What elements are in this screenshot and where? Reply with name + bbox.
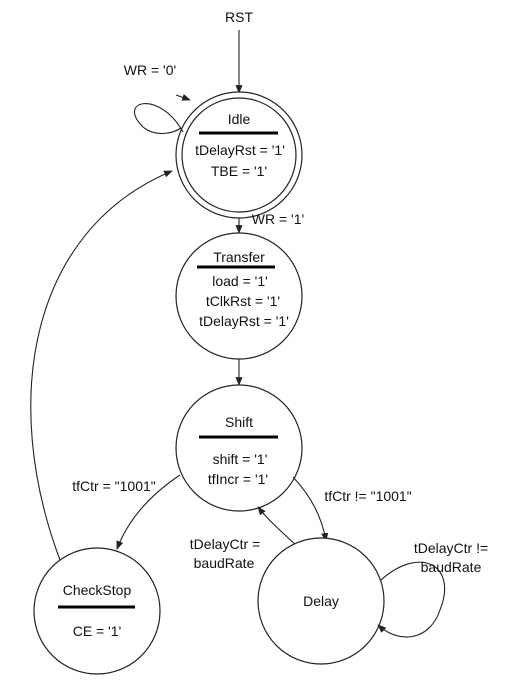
state-checkstop-output-1: CE = '1'	[73, 623, 122, 639]
transition-delay-to-shift-label-line-2: baudRate	[194, 555, 255, 571]
state-transfer-name: Transfer	[213, 249, 265, 265]
transition-delay-to-shift	[257, 506, 299, 548]
state-transfer-output-2: tClkRst = '1'	[206, 293, 280, 309]
state-delay: Delay	[257, 537, 385, 665]
state-idle: Idle tDelayRst = '1' TBE = '1'	[175, 91, 303, 219]
transition-shift-to-delay-label: tfCtr != "1001"	[324, 488, 411, 504]
transition-idle-self-arrowhead	[175, 94, 191, 101]
transition-idle-self-loop	[134, 103, 184, 135]
state-shift: Shift shift = '1' tfIncr = '1'	[175, 384, 303, 512]
transition-idle-to-transfer-label: WR = '1'	[252, 211, 304, 227]
state-transfer: Transfer load = '1' tClkRst = '1' tDelay…	[175, 232, 303, 360]
transition-shift-to-delay	[292, 476, 329, 542]
state-checkstop-name: CheckStop	[63, 582, 132, 598]
state-shift-output-2: tfIncr = '1'	[208, 471, 268, 487]
state-shift-output-1: shift = '1'	[213, 451, 268, 467]
transition-delay-to-shift-label-line-1: tDelayCtr =	[190, 536, 260, 552]
state-idle-name: Idle	[228, 111, 251, 127]
transition-shift-to-checkstop-label: tfCtr = "1001"	[72, 478, 156, 494]
reset-label: RST	[225, 9, 253, 25]
state-idle-output-1: tDelayRst = '1'	[195, 142, 285, 158]
state-checkstop: CheckStop CE = '1'	[33, 547, 161, 675]
state-shift-name: Shift	[225, 414, 253, 430]
transition-idle-self-label: WR = '0'	[124, 62, 176, 78]
transition-checkstop-to-idle	[30, 170, 173, 561]
state-transfer-output-3: tDelayRst = '1'	[199, 313, 289, 329]
state-transfer-output-1: load = '1'	[212, 273, 268, 289]
state-delay-name: Delay	[303, 593, 339, 609]
transition-shift-to-checkstop	[116, 474, 181, 550]
state-idle-output-2: TBE = '1'	[211, 163, 267, 179]
transition-delay-self-label-line-1: tDelayCtr !=	[414, 540, 488, 556]
transition-delay-self-label-line-2: baudRate	[421, 559, 482, 575]
transition-delay-self-loop	[377, 561, 446, 638]
